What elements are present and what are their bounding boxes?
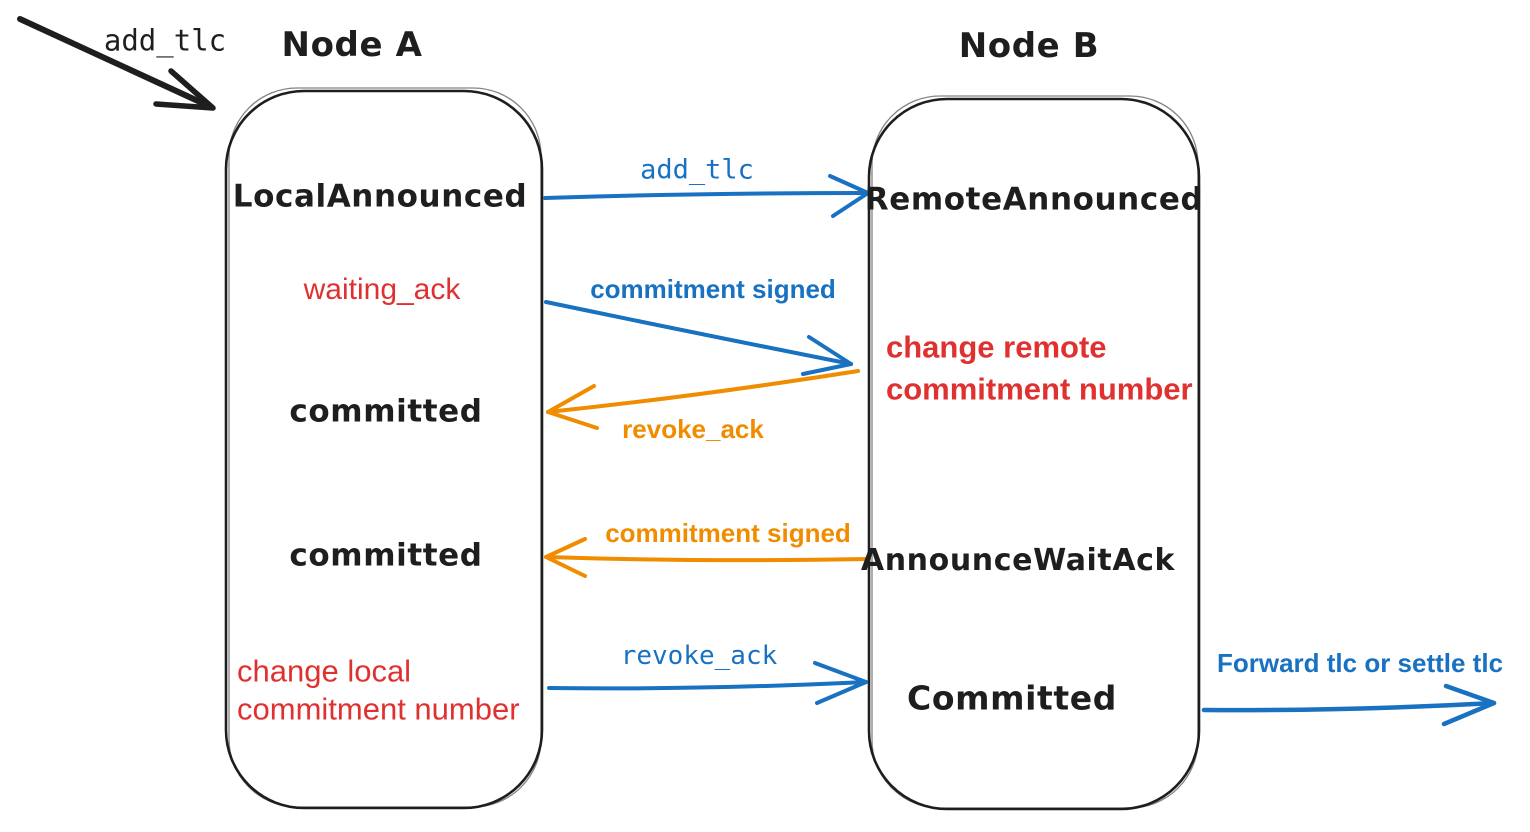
state-committed-1: committed <box>289 393 483 430</box>
state-change-local-line1: change local <box>237 653 412 689</box>
state-announce-wait-ack: AnnounceWaitAck <box>860 543 1176 578</box>
state-committed-b: Committed <box>907 678 1117 718</box>
state-change-local-line2: commitment number <box>237 691 520 727</box>
arrow-revoke-ack-2 <box>547 661 868 705</box>
label-commitment-signed-2: commitment signed <box>605 518 851 548</box>
state-waiting-ack: waiting_ack <box>303 273 461 306</box>
arrow-forward <box>1201 683 1497 727</box>
node-a-box <box>224 87 544 810</box>
node-b-box <box>867 95 1201 811</box>
arrow-add-tlc <box>543 174 870 218</box>
node-b-title: Node B <box>958 26 1100 66</box>
arrow-trigger-add-tlc-icon <box>17 15 216 111</box>
arrow-commitment-signed-1 <box>544 300 853 376</box>
state-committed-2: committed <box>289 537 483 574</box>
state-local-announced: LocalAnnounced <box>232 178 528 215</box>
label-revoke-ack-2: revoke_ack <box>620 641 778 671</box>
arrow-commitment-signed-2 <box>544 537 871 578</box>
label-commitment-signed-1: commitment signed <box>590 274 836 304</box>
label-revoke-ack-1: revoke_ack <box>622 414 764 444</box>
arrow-revoke-ack-1 <box>546 369 860 430</box>
label-add-tlc: add_tlc <box>640 154 754 186</box>
trigger-label: add_tlc <box>103 23 227 58</box>
state-change-remote-line2: commitment number <box>886 371 1193 407</box>
state-remote-announced: RemoteAnnounced <box>864 181 1204 218</box>
label-forward: Forward tlc or settle tlc <box>1216 648 1504 678</box>
node-a-title: Node A <box>281 25 423 65</box>
state-change-remote-line1: change remote <box>886 329 1107 365</box>
